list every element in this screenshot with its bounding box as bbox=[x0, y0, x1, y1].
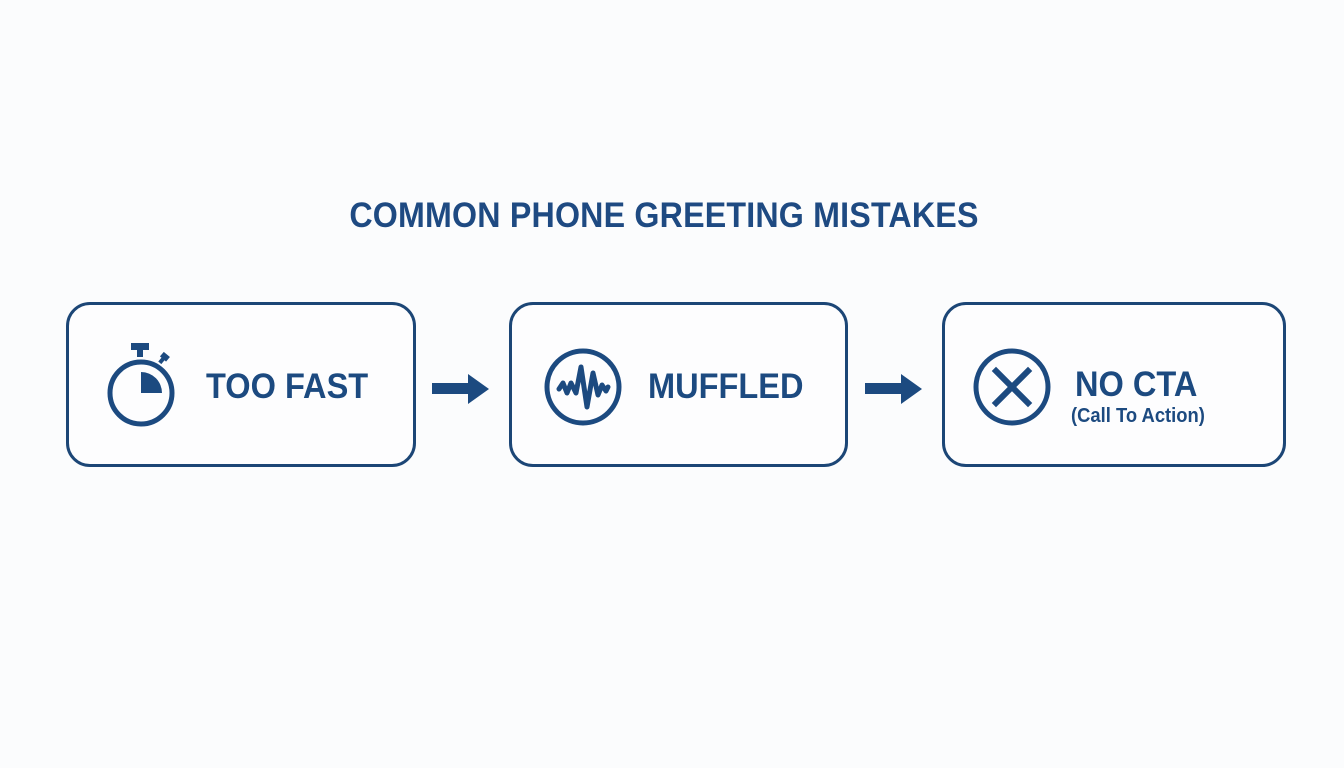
x-circle-icon bbox=[973, 348, 1051, 426]
step-sublabel: (Call To Action) bbox=[1071, 405, 1205, 427]
step-card-no-cta: NO CTA (Call To Action) bbox=[942, 302, 1286, 467]
arrow-right-icon bbox=[432, 374, 489, 404]
arrow-right-icon bbox=[865, 374, 922, 404]
diagram-title: COMMON PHONE GREETING MISTAKES bbox=[349, 196, 979, 235]
step-label: TOO FAST bbox=[206, 367, 369, 406]
step-card-too-fast: TOO FAST bbox=[66, 302, 416, 467]
step-label: NO CTA bbox=[1075, 365, 1198, 404]
step-label: MUFFLED bbox=[648, 367, 804, 406]
stopwatch-icon bbox=[107, 343, 175, 427]
step-card-muffled: MUFFLED bbox=[509, 302, 848, 467]
sound-wave-circle-icon bbox=[544, 348, 622, 426]
